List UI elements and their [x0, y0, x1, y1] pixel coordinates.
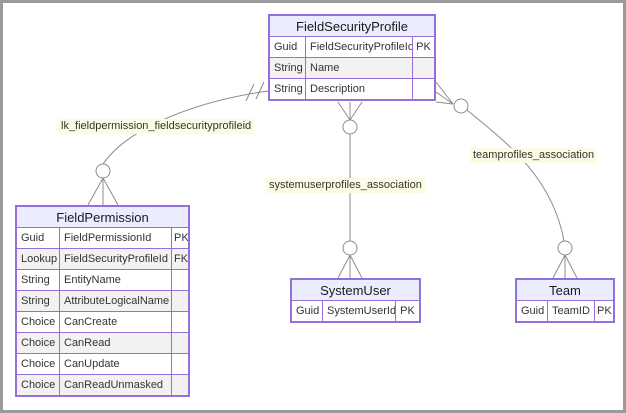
crowsfoot-many-icon	[87, 177, 119, 206]
entity-team: Team Guid TeamID PK	[515, 278, 615, 323]
zero-marker-icon	[557, 240, 573, 256]
relationship-line	[466, 109, 565, 242]
attribute-name: FieldSecurityProfileId	[306, 37, 413, 57]
attribute-name: CanCreate	[60, 312, 172, 332]
attribute-key	[413, 58, 434, 78]
attribute-name: TeamID	[548, 301, 595, 321]
attribute-type: Choice	[17, 312, 60, 332]
relationship-label-teamprofiles-association: teamprofiles_association	[470, 148, 598, 163]
zero-marker-icon	[342, 240, 358, 256]
attribute-type: Guid	[270, 37, 306, 57]
relationship-label-lk-fieldpermission-fieldsecurityprofileid: lk_fieldpermission_fieldsecurityprofilei…	[58, 119, 255, 134]
crowsfoot-many-icon	[552, 254, 578, 279]
attribute-key	[172, 333, 188, 353]
entity-title: FieldPermission	[17, 207, 188, 228]
attribute-name: Description	[306, 79, 413, 99]
crowsfoot-many-icon	[337, 254, 363, 279]
attribute-type: Guid	[517, 301, 548, 321]
relationship-fieldsecurityprofile-team	[435, 81, 578, 279]
attribute-row: Choice CanRead	[17, 332, 188, 353]
entity-title: Team	[517, 280, 613, 301]
attribute-key	[172, 312, 188, 332]
attribute-key: PK	[597, 305, 612, 317]
attribute-type: Lookup	[17, 249, 60, 269]
attribute-type: Choice	[17, 375, 60, 395]
attribute-name: CanRead	[60, 333, 172, 353]
zero-marker-icon	[95, 163, 111, 179]
attribute-key	[172, 291, 188, 311]
relationship-label-systemuserprofiles-association: systemuserprofiles_association	[266, 178, 425, 193]
crowsfoot-many-icon	[435, 81, 454, 105]
attribute-row: String EntityName	[17, 269, 188, 290]
attribute-key	[413, 79, 434, 99]
attribute-type: String	[17, 270, 60, 290]
relationship-fieldsecurityprofile-systemuser	[337, 101, 363, 279]
one-and-only-one-marker-icon	[255, 81, 265, 100]
zero-marker-icon	[453, 98, 469, 114]
attribute-type: Guid	[17, 228, 60, 248]
attribute-type: String	[270, 79, 306, 99]
attribute-row: Guid FieldPermissionId PK	[17, 228, 188, 248]
entity-systemuser: SystemUser Guid SystemUserId PK	[290, 278, 421, 323]
attribute-key: FK	[174, 253, 188, 265]
attribute-type: String	[17, 291, 60, 311]
attribute-key: PK	[416, 41, 431, 53]
attribute-row: Guid SystemUserId PK	[292, 301, 419, 321]
attribute-row: Lookup FieldSecurityProfileId FK	[17, 248, 188, 269]
attribute-type: Choice	[17, 333, 60, 353]
crowsfoot-many-icon	[337, 101, 363, 121]
attribute-name: FieldSecurityProfileId	[60, 249, 172, 269]
attribute-name: FieldPermissionId	[60, 228, 172, 248]
attribute-row: String Description	[270, 78, 434, 99]
attribute-name: SystemUserId	[323, 301, 396, 321]
attribute-key: PK	[174, 232, 188, 244]
attribute-key: PK	[400, 305, 415, 317]
attribute-key	[172, 354, 188, 374]
relationship-fieldpermission-fieldsecurityprofile	[87, 81, 269, 206]
attribute-row: Choice CanReadUnmasked	[17, 374, 188, 395]
attribute-name: CanReadUnmasked	[60, 375, 172, 395]
entity-fieldpermission: FieldPermission Guid FieldPermissionId P…	[15, 205, 190, 397]
entity-title: FieldSecurityProfile	[270, 16, 434, 37]
attribute-key	[172, 375, 188, 395]
attribute-name: AttributeLogicalName	[60, 291, 172, 311]
zero-marker-icon	[342, 119, 358, 135]
attribute-name: Name	[306, 58, 413, 78]
one-and-only-one-marker-icon	[245, 83, 255, 102]
attribute-type: Guid	[292, 301, 323, 321]
entity-fieldsecurityprofile: FieldSecurityProfile Guid FieldSecurityP…	[268, 14, 436, 101]
relationship-layer	[87, 81, 578, 279]
entity-title: SystemUser	[292, 280, 419, 301]
attribute-row: Guid FieldSecurityProfileId PK	[270, 37, 434, 57]
attribute-row: Choice CanCreate	[17, 311, 188, 332]
attribute-row: String Name	[270, 57, 434, 78]
attribute-row: Guid TeamID PK	[517, 301, 613, 321]
attribute-row: String AttributeLogicalName	[17, 290, 188, 311]
attribute-type: Choice	[17, 354, 60, 374]
attribute-row: Choice CanUpdate	[17, 353, 188, 374]
attribute-key	[172, 270, 188, 290]
attribute-type: String	[270, 58, 306, 78]
attribute-name: EntityName	[60, 270, 172, 290]
attribute-name: CanUpdate	[60, 354, 172, 374]
